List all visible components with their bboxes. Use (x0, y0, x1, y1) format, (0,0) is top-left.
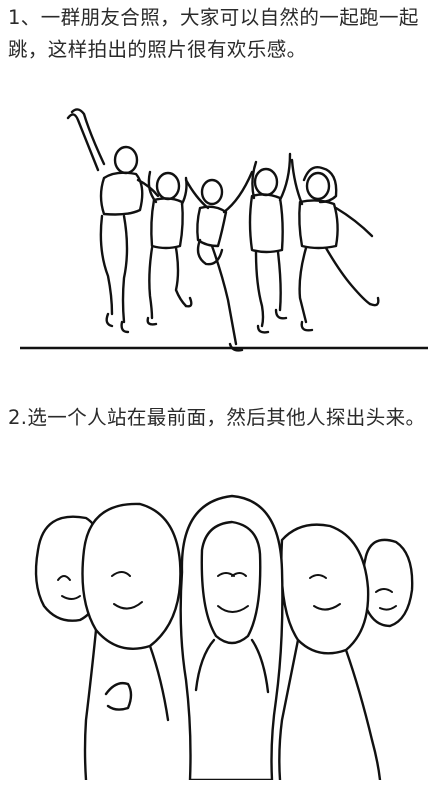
person-4 (248, 152, 292, 334)
person-5 (290, 158, 380, 332)
person-3 (184, 170, 254, 352)
person-2 (146, 170, 193, 326)
person-front-center (179, 494, 284, 780)
person-left-middle (81, 502, 182, 780)
jumping-friends-drawing (20, 108, 428, 352)
person-1 (66, 108, 160, 334)
tip-2-text: 2.选一个人站在最前面，然后其他人探出头来。 (8, 406, 426, 429)
peeking-heads-drawing (34, 494, 414, 780)
person-right-middle (278, 523, 382, 780)
tip-1-text: 1、一群朋友合照，大家可以自然的一起跑一起跳，这样拍出的照片很有欢乐感。 (8, 6, 419, 61)
head-back-right (361, 538, 414, 628)
